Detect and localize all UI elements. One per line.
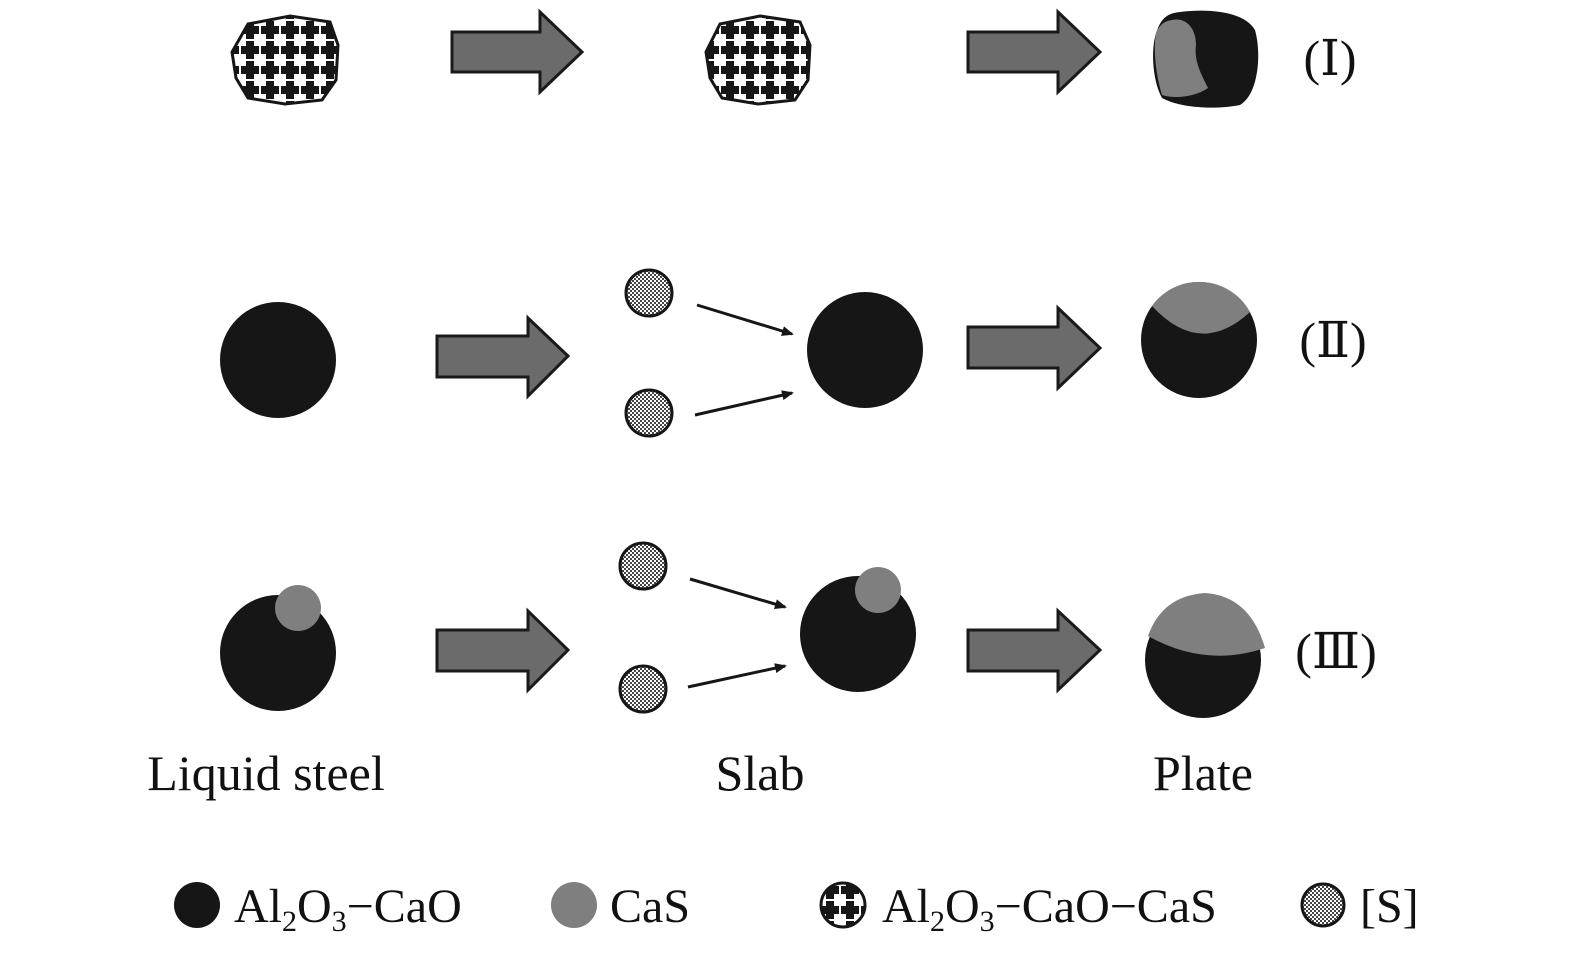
cas-inclusion-liquid-steel-3 [275,585,321,631]
stage-label-liquid-steel: Liquid steel [147,745,384,801]
diffusion-arrow-3a [689,577,787,609]
oxide-inclusion-liquid-steel-2 [220,302,336,418]
process-arrow-2a [435,314,571,400]
row-label-2: (Ⅱ) [1299,312,1366,368]
legend-item-sulfur: [S] [1300,880,1419,933]
cas-inclusion-slab-3 [855,567,901,613]
process-arrow-3b [966,607,1103,694]
sulfur-particle-2b [624,388,674,438]
process-arrow-2b [966,304,1103,392]
cas-inclusion-plate-1 [1154,19,1208,97]
sulfur-particle-3a [618,541,668,591]
row-label-1: (Ⅰ) [1303,30,1356,86]
legend-label-sulfur: [S] [1360,880,1419,933]
process-arrow-1b [966,8,1103,96]
row-2: (Ⅱ) [220,268,1367,438]
legend-item-cas: CaS [551,880,690,933]
legend-item-oxide: Al2O3−CaO [174,880,462,938]
oxide-inclusion-slab-2 [807,292,923,408]
legend-swatch-oxide [174,882,220,928]
composite-inclusion-liquid-steel [230,14,340,106]
process-arrow-1a [450,8,585,96]
diffusion-arrow-2a [696,303,794,336]
legend-label-cas: CaS [610,880,690,933]
row-label-3: (Ⅲ) [1295,623,1377,679]
legend-swatch-sulfur [1300,882,1346,928]
legend: Al2O3−CaO CaS Al2O3−CaO−CaS [S] [174,880,1419,938]
legend-swatch-composite [819,881,867,929]
legend-label-oxide: Al2O3−CaO [234,880,462,938]
stage-label-plate: Plate [1153,745,1253,801]
cas-cap-plate-3 [1148,593,1265,656]
row-1: (Ⅰ) [230,8,1357,108]
diffusion-arrow-2b [694,390,794,417]
legend-label-composite: Al2O3−CaO−CaS [882,880,1217,938]
process-arrow-3a [435,607,571,694]
legend-item-composite: Al2O3−CaO−CaS [819,880,1217,938]
row-3: (Ⅲ) [220,541,1377,718]
cas-cap-plate-2 [1152,281,1250,334]
sulfur-particle-3b [618,664,668,714]
composite-inclusion-slab [704,14,812,106]
stage-label-slab: Slab [716,745,805,801]
diffusion-arrow-3b [687,663,787,689]
legend-swatch-cas [551,882,597,928]
sulfur-particle-2a [624,268,674,318]
